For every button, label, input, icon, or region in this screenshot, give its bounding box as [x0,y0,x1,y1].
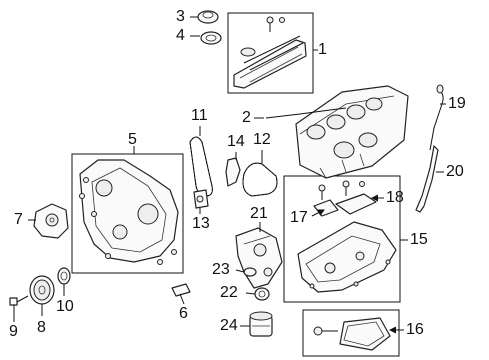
leader-22 [245,292,256,295]
callout-23: 23 [212,261,230,278]
engine-block-part [295,85,409,179]
timing-chain-part [189,136,213,197]
callout-5: 5 [128,131,137,148]
sensor-part [254,287,270,301]
secondary-chain-part [242,162,278,197]
leader-23 [235,269,245,273]
callout-22: 22 [220,284,238,301]
valve-cover-group-box [227,12,314,94]
block-gasket-line [265,107,347,119]
leader-17 [311,209,325,217]
tensioner-part [193,189,209,209]
callout-7: 7 [14,211,23,228]
callout-21: 21 [250,205,268,222]
callout-13: 13 [192,215,210,232]
gasket-23-part [243,267,257,277]
callout-24: 24 [220,317,238,334]
oil-pan-part [297,221,397,293]
callout-18: 18 [386,189,404,206]
filler-cap-seal-part [200,31,222,45]
dipstick-part [429,84,444,151]
callout-20: 20 [446,163,464,180]
callout-6: 6 [179,305,188,322]
callout-9: 9 [9,323,18,340]
callout-15: 15 [410,231,428,248]
callout-4: 4 [176,27,185,44]
pulley-bolt-part [9,295,29,306]
valve-cover-part [233,16,307,89]
coolant-pipe-part [171,283,191,297]
leader-6 [179,293,185,305]
timing-cover-group-box [71,153,184,274]
oil-pump-part [235,227,283,289]
oil-filter-part [249,311,273,337]
callout-14: 14 [227,133,245,150]
callout-3: 3 [176,8,185,25]
baffle-part [313,180,377,217]
dipstick-tube-part [415,145,439,213]
callout-11: 11 [191,107,208,124]
oil-pan-group-box [283,175,401,303]
callout-10: 10 [56,298,74,315]
timing-cover-part [79,159,179,265]
callout-19: 19 [448,95,466,112]
chain-guide-part [225,157,241,187]
callout-2: 2 [242,109,251,126]
callout-8: 8 [37,319,46,336]
callout-12: 12 [253,131,271,148]
crank-pulley-part [29,275,55,305]
callout-1: 1 [318,41,327,58]
callout-16: 16 [406,321,424,338]
oil-filler-cap-part [197,10,219,24]
oil-strainer-part [313,317,391,351]
front-seal-part [57,267,71,285]
callout-17: 17 [290,209,308,226]
oil-filter-screen-group-box [302,309,400,357]
water-pump-part [33,203,69,239]
